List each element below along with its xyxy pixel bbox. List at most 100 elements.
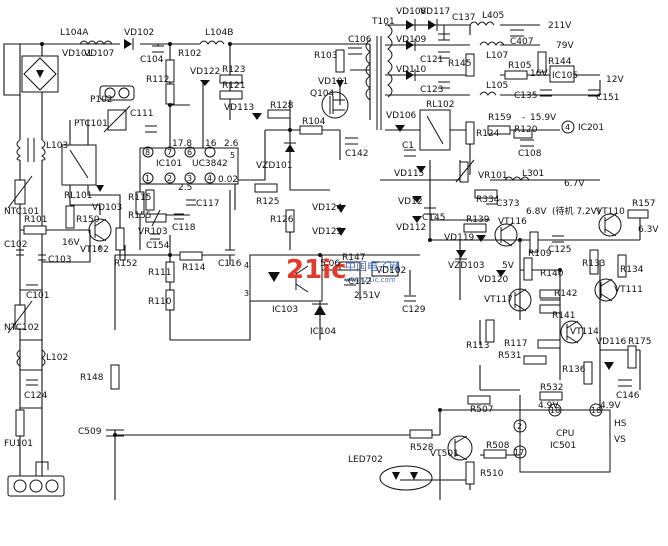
label-vzd103: VZD103 xyxy=(448,261,484,271)
label-vd119: VD119 xyxy=(444,233,475,243)
label-r115: R115 xyxy=(128,193,151,203)
resistor-r128 xyxy=(267,109,291,119)
resistor-r110 xyxy=(165,289,175,311)
diode-vd117 xyxy=(428,19,438,31)
diode-vd124 xyxy=(336,205,346,213)
capacitor-c106 xyxy=(348,47,362,55)
label-c146: C146 xyxy=(616,391,640,401)
resistor-r121 xyxy=(219,90,243,100)
capacitor-c108 xyxy=(520,139,534,147)
label-ic103: IC103 xyxy=(272,305,298,315)
label-ic101: IC101 xyxy=(156,159,182,169)
label-c125: C125 xyxy=(548,245,571,255)
label-standby: (待机 7.2V) xyxy=(552,205,600,217)
label-c102: C102 xyxy=(4,240,27,250)
label-vd102-reg: VD102 xyxy=(376,266,406,276)
label-ptc101: PTC101 xyxy=(74,119,108,129)
label-vd113: VD113 xyxy=(224,103,254,113)
capacitor-c145 xyxy=(424,207,436,215)
thermistor-ptc101 xyxy=(103,105,131,133)
pin-4: 4 xyxy=(207,174,212,183)
label-r128: R128 xyxy=(270,101,294,111)
relay-rl101 xyxy=(61,144,97,186)
resistor-r111 xyxy=(165,261,175,283)
resistor-r148 xyxy=(110,364,120,390)
inductor-l105 xyxy=(479,91,497,96)
resistor-r145 xyxy=(465,53,475,77)
label-ic101-v002: 0.02 xyxy=(218,175,238,185)
resistor-r123 xyxy=(219,74,243,84)
label-vd101-snubber: VD101 xyxy=(318,77,348,87)
capacitor-c102 xyxy=(16,249,24,256)
label-c117: C117 xyxy=(196,199,219,209)
label-l103: L103 xyxy=(46,141,68,151)
label-r142: R142 xyxy=(554,289,577,299)
diode-vd119 xyxy=(476,235,486,242)
label-c407: C407 xyxy=(510,37,533,47)
label-16v-out: 16V xyxy=(530,69,548,79)
transistor-vt111 xyxy=(594,278,618,302)
pin-5: 5 xyxy=(230,151,235,160)
label-c142: C142 xyxy=(345,149,368,159)
opto-pin3: 3 xyxy=(244,289,249,298)
label-vd125: VD125 xyxy=(312,227,342,237)
transistor-vt114 xyxy=(560,320,584,344)
label-q104: Q104 xyxy=(310,89,335,99)
label-r133: R133 xyxy=(582,259,605,269)
label-r157: R157 xyxy=(632,199,655,209)
label-r531: R531 xyxy=(498,351,521,361)
label-r104: R104 xyxy=(302,117,326,127)
cpu-pin-2: 2 xyxy=(517,422,522,431)
label-rl102: RL102 xyxy=(426,100,454,110)
resistor-r150 xyxy=(65,205,75,229)
diode-vd113 xyxy=(252,113,262,120)
label-r155: R155 xyxy=(128,211,151,221)
label-r113: R113 xyxy=(466,341,489,351)
label-r111: R111 xyxy=(148,268,171,278)
inductor-l107 xyxy=(479,41,505,46)
capacitor-c129 xyxy=(404,295,416,302)
label-c154: C154 xyxy=(146,241,170,251)
capacitor-c142 xyxy=(345,137,358,145)
junction-dots xyxy=(40,42,562,437)
transistor-vt117 xyxy=(508,288,532,312)
label-r102: R102 xyxy=(178,49,201,59)
label-r139: R139 xyxy=(466,215,490,225)
label-r140: R140 xyxy=(540,269,564,279)
label-c509: C509 xyxy=(78,427,102,437)
label-l405: L405 xyxy=(482,11,504,21)
resistor-r102 xyxy=(165,59,175,83)
label-r510: R510 xyxy=(480,469,504,479)
label-r120: R120 xyxy=(514,125,538,135)
label-l107: L107 xyxy=(486,51,508,61)
connector-p102 xyxy=(99,85,135,101)
optocoupler-ic103 xyxy=(249,254,323,302)
label-r121: R121 xyxy=(222,81,245,91)
capacitor-c137 xyxy=(438,25,450,41)
label-vt102: VT102 xyxy=(80,245,109,255)
inductor-l104a xyxy=(79,40,113,45)
resistor-r115 xyxy=(145,189,155,211)
label-vt111: VT111 xyxy=(614,285,643,295)
label-ic201: IC201 xyxy=(578,123,604,133)
diode-vd109 xyxy=(406,39,416,51)
resistor-r134 xyxy=(617,254,627,278)
capacitor-c123 xyxy=(438,81,450,89)
label-c108: C108 xyxy=(518,149,542,159)
zener-vzd103 xyxy=(455,250,467,260)
inductor-l405 xyxy=(469,21,495,26)
resistor-r105 xyxy=(504,70,528,80)
label-r125: R125 xyxy=(256,197,279,207)
label-vzd101: VZD101 xyxy=(256,161,292,171)
resistor-r507 xyxy=(467,395,491,405)
label-c106: C106 xyxy=(348,35,372,45)
label-c129: C129 xyxy=(402,305,426,315)
label-r145: R145 xyxy=(448,59,471,69)
resistor-r175 xyxy=(627,345,637,369)
label-vt114: VT114 xyxy=(570,327,599,337)
label-r532: R532 xyxy=(540,383,563,393)
label-fu101: FU101 xyxy=(4,439,33,449)
resistor-r510 xyxy=(465,461,475,485)
diode-vd101-snubber xyxy=(336,80,344,88)
label-5v: 5V xyxy=(502,261,515,271)
